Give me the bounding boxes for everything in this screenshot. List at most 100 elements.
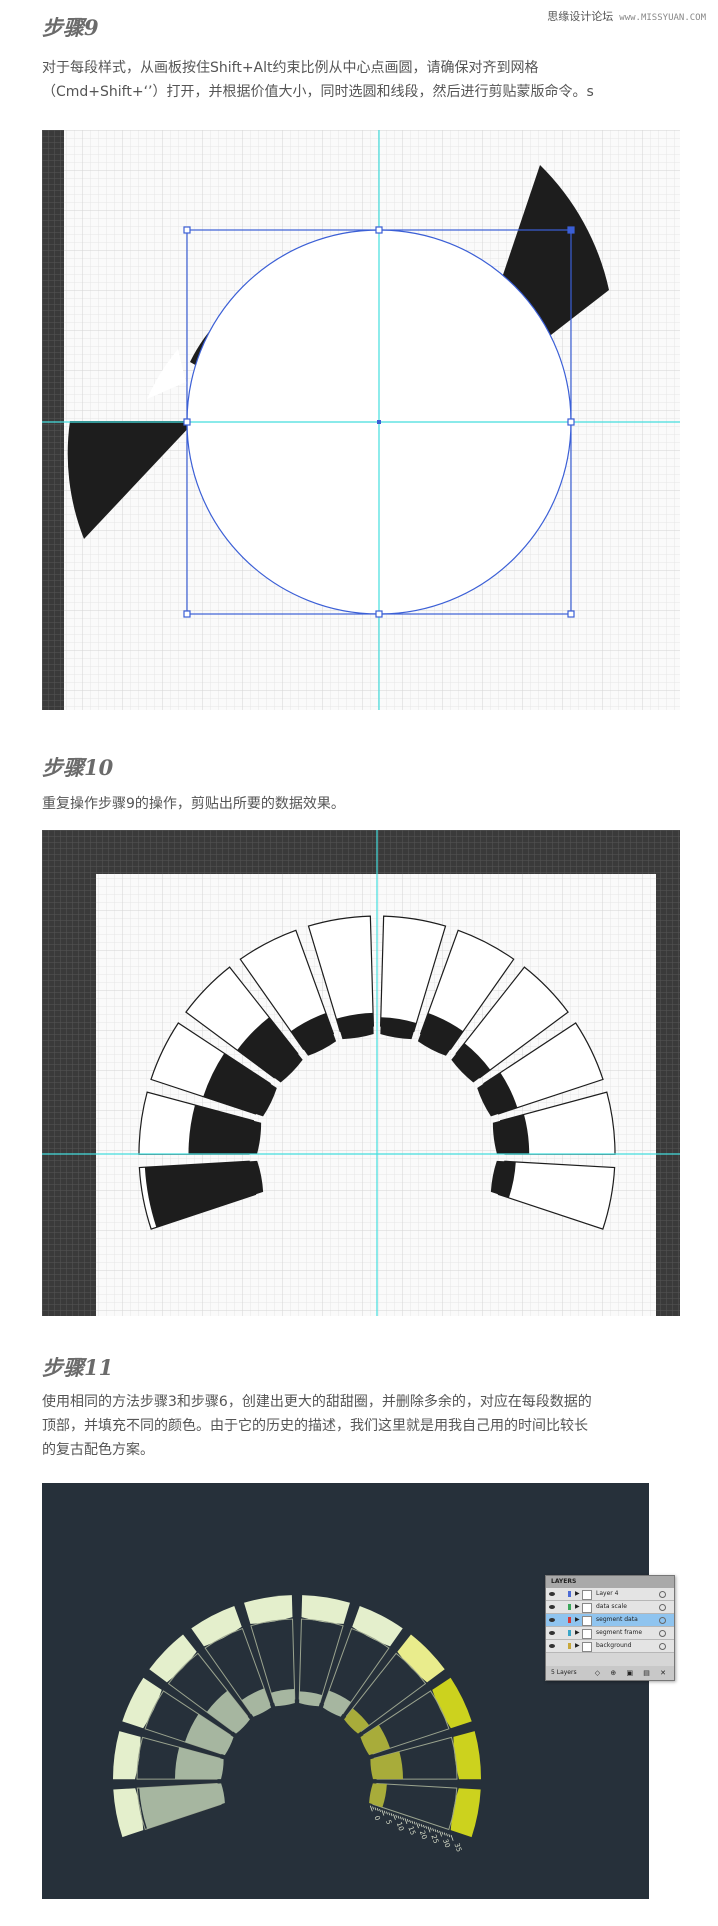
watermark-site-name: 思缘设计论坛 — [547, 10, 614, 23]
scale-tick — [413, 1821, 416, 1825]
segment-data-fill — [336, 1012, 374, 1040]
segment-data-fill — [175, 1747, 224, 1780]
segment-data-fill — [188, 1105, 262, 1155]
ring-segment — [149, 1634, 197, 1683]
scale-tick — [436, 1829, 439, 1834]
layers-count: 5 Layers — [551, 1669, 577, 1676]
layer-name: background — [596, 1642, 632, 1649]
segment-data-fill — [490, 1160, 516, 1198]
layer-name: segment data — [596, 1616, 638, 1623]
eye-icon[interactable] — [549, 1617, 555, 1623]
eye-icon[interactable] — [549, 1591, 555, 1597]
scale-tick — [372, 1806, 375, 1810]
handle-top-left[interactable] — [183, 226, 191, 234]
handle-top-right[interactable] — [567, 226, 575, 234]
scale-tick — [416, 1822, 419, 1829]
layer-row[interactable]: ▶ segment data — [546, 1614, 674, 1627]
center-point — [377, 420, 381, 424]
segment-data — [144, 1012, 530, 1228]
segment-data-fill — [144, 1160, 264, 1228]
scale-tick — [418, 1823, 421, 1827]
step9-text-line1: 对于每段样式，从画板按住Shift+Alt约束比例从中心点画圆，请确保对齐到网格 — [42, 60, 539, 76]
layer-thumbnail — [582, 1590, 592, 1600]
layers-panel-buttons[interactable]: ◇ ⊕ ▣ ▤ ✕ — [594, 1669, 670, 1677]
step10-canvas — [42, 830, 680, 1316]
segment-data-fill — [139, 1783, 225, 1829]
scale-tick — [439, 1830, 442, 1837]
eye-icon[interactable] — [549, 1630, 555, 1636]
scale-tick — [429, 1827, 432, 1831]
ring-segment — [453, 1731, 481, 1780]
layers-panel-footer: 5 Layers ◇ ⊕ ▣ ▤ ✕ — [546, 1666, 674, 1680]
scale-label: 10 — [395, 1821, 406, 1832]
scale-tick — [425, 1825, 428, 1829]
scale-label: 15 — [406, 1825, 417, 1836]
ring-segment — [432, 1677, 472, 1729]
eye-icon[interactable] — [549, 1643, 555, 1649]
handle-top-middle[interactable] — [375, 226, 383, 234]
ring-segment — [113, 1788, 144, 1838]
step11-description: 使用相同的方法步骤3和步骤6，创建出更大的甜甜圈，并删除多余的，对应在每段数据的… — [42, 1390, 682, 1462]
target-circle-icon[interactable] — [659, 1617, 666, 1624]
layer-color-swatch — [568, 1617, 571, 1623]
scale-tick — [379, 1808, 381, 1812]
target-circle-icon[interactable] — [659, 1604, 666, 1611]
step11-text-line2: 顶部，并填充不同的颜色。由于它的历史的描述，我们这里就是用我自己用的时间比较长 — [42, 1418, 588, 1434]
segment-data-fill — [380, 1017, 417, 1040]
scale-tick — [381, 1809, 385, 1816]
ring-segment — [301, 1595, 350, 1624]
handle-bottom-left[interactable] — [183, 610, 191, 618]
scale-label: 25 — [429, 1834, 440, 1845]
scale-tick — [374, 1807, 377, 1811]
segment-data-fill — [299, 1691, 323, 1707]
ring-segment — [122, 1677, 162, 1729]
expand-triangle-icon[interactable]: ▶ — [575, 1642, 580, 1649]
scale-tick — [448, 1834, 451, 1838]
layers-panel: LAYERS ▶Layer 4▶data scale▶segment data▶… — [545, 1575, 675, 1681]
step11-title: 步骤11 — [42, 1355, 114, 1380]
handle-middle-right[interactable] — [567, 418, 575, 426]
outer-color-ring — [113, 1595, 481, 1838]
layer-row[interactable]: ▶ background — [546, 1640, 674, 1653]
step9-description: 对于每段样式，从画板按住Shift+Alt约束比例从中心点画圆，请确保对齐到网格… — [42, 56, 682, 104]
segment-data-fill — [237, 1017, 303, 1083]
target-circle-icon[interactable] — [659, 1643, 666, 1650]
scale-tick — [390, 1813, 393, 1817]
eye-icon[interactable] — [549, 1604, 555, 1610]
step11-text-line1: 使用相同的方法步骤3和步骤6，创建出更大的甜甜圈，并删除多余的，对应在每段数据的 — [42, 1394, 592, 1410]
layer-color-swatch — [568, 1604, 571, 1610]
layer-row[interactable]: ▶ segment frame — [546, 1627, 674, 1640]
layer-row[interactable]: ▶data scale — [546, 1601, 674, 1614]
layer-row[interactable]: ▶ Layer 4 — [546, 1588, 674, 1601]
scale-label: 30 — [441, 1838, 452, 1849]
segment-data-fill — [492, 1114, 530, 1155]
scale-tick — [404, 1818, 408, 1825]
handle-bottom-right[interactable] — [567, 610, 575, 618]
layer-thumbnail — [582, 1603, 592, 1613]
expand-triangle-icon[interactable]: ▶ — [575, 1616, 580, 1623]
scale-tick — [383, 1810, 386, 1814]
scale-tick — [399, 1816, 402, 1820]
expand-triangle-icon[interactable]: ▶ — [575, 1603, 580, 1610]
handle-bottom-middle[interactable] — [375, 610, 383, 618]
expand-triangle-icon[interactable]: ▶ — [575, 1590, 580, 1597]
layer-color-swatch — [568, 1591, 571, 1597]
target-circle-icon[interactable] — [659, 1630, 666, 1637]
expand-triangle-icon[interactable]: ▶ — [575, 1629, 580, 1636]
layer-name: Layer 4 — [596, 1590, 619, 1597]
scale-tick — [395, 1814, 398, 1818]
target-circle-icon[interactable] — [659, 1591, 666, 1598]
layer-color-swatch — [568, 1643, 571, 1649]
artboard-edge — [42, 130, 64, 710]
scale-tick — [434, 1829, 437, 1833]
scale-label: 20 — [418, 1829, 429, 1840]
step10-title: 步骤10 — [42, 755, 114, 780]
scale-tick — [393, 1813, 396, 1820]
segment-left-black — [67, 421, 195, 539]
layer-thumbnail — [582, 1629, 592, 1639]
segment-data-fill — [322, 1690, 352, 1717]
scale-tick — [441, 1831, 444, 1835]
handle-middle-left[interactable] — [183, 418, 191, 426]
layer-name: segment frame — [596, 1629, 643, 1636]
